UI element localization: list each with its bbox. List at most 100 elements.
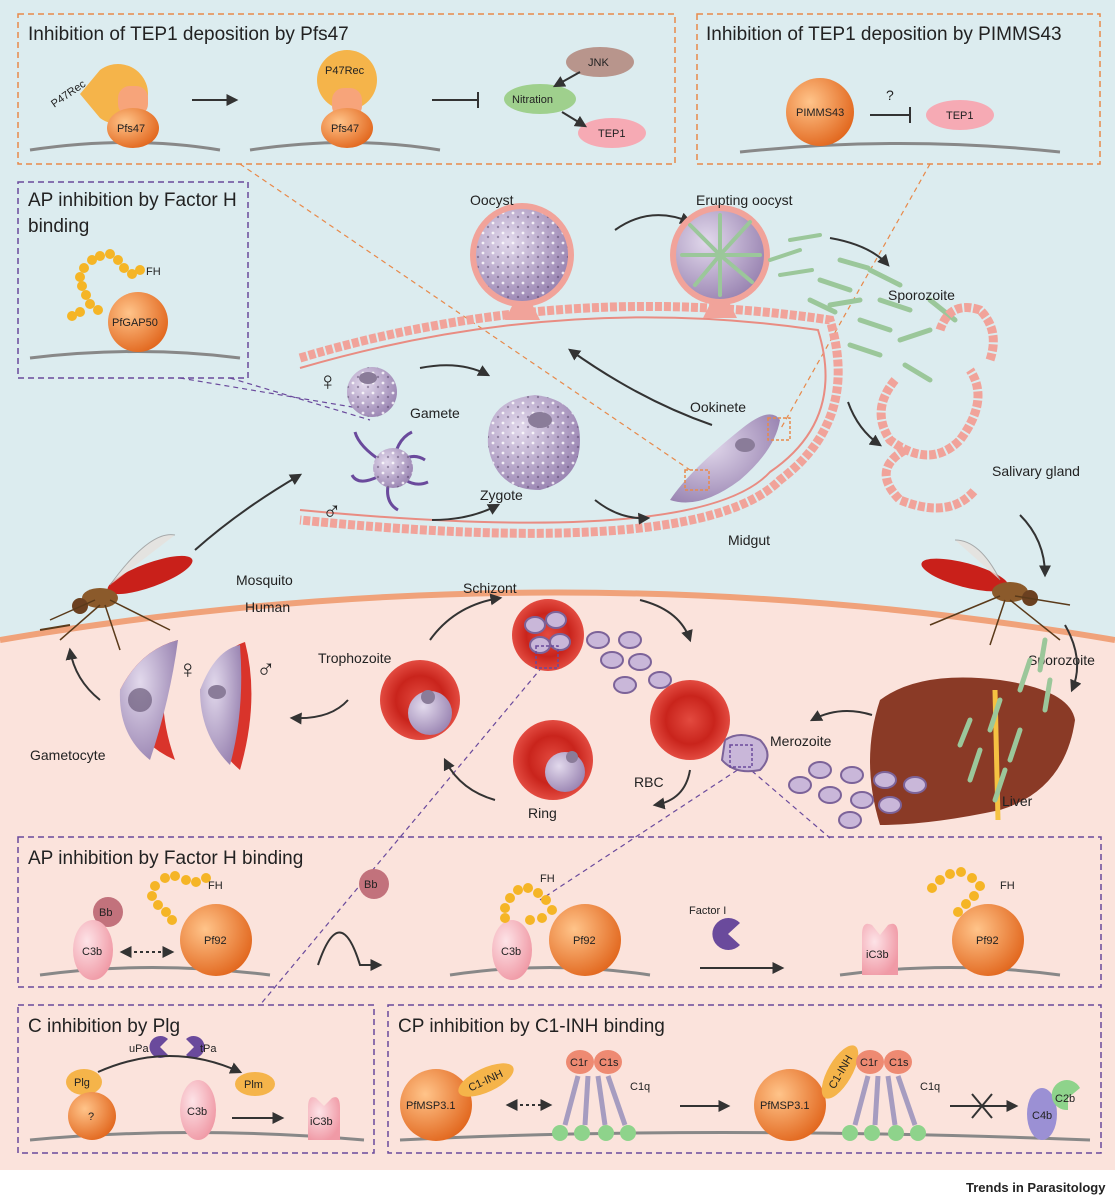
unknown-receptor (68, 1092, 116, 1140)
upa-label: uPa (129, 1043, 149, 1055)
p47rec-bound-label: P47Rec (325, 65, 365, 77)
sporozoites-mosquito (807, 257, 958, 383)
male-gamete (350, 430, 429, 512)
c4b-label: C4b (1032, 1110, 1052, 1122)
c3b-label: C3b (82, 946, 102, 958)
factor-i-label: Factor I (689, 905, 726, 917)
ookinete (670, 414, 780, 503)
pimms43-protein (786, 78, 854, 146)
schizont-label: Schizont (463, 580, 517, 596)
mosquito-right (921, 539, 1071, 646)
plg-panel-title: C inhibition by Plg (28, 1016, 180, 1037)
plm-protein (235, 1072, 275, 1096)
panel-pimms43: Inhibition of TEP1 deposition by PIMMS43… (696, 13, 1101, 165)
pfs47-label: Pfs47 (117, 123, 145, 135)
zygote-label: Zygote (480, 487, 523, 503)
fh-human-label-2: FH (540, 873, 555, 885)
fh-mosquito-title-line1: AP inhibition by Factor H (28, 190, 237, 211)
pf92-state2-label: Pf92 (573, 935, 596, 947)
female-gametocyte (119, 640, 178, 760)
male-gamete-symbol: ♂ (322, 496, 342, 526)
c2b-label: C2b (1055, 1093, 1075, 1105)
jnk-label: JNK (588, 57, 609, 69)
jnk-node (566, 47, 634, 77)
plg-protein (66, 1069, 102, 1095)
trophozoite (380, 660, 460, 740)
c1q-bound-label: C1q (920, 1081, 940, 1093)
nitration-node (504, 84, 576, 114)
plm-label: Plm (244, 1079, 263, 1091)
pfs47-protein (107, 108, 159, 148)
salivary-gland-label: Salivary gland (992, 463, 1080, 479)
sporozoite-human-label: Sporozoite (1028, 652, 1095, 668)
c1r-bound-label: C1r (860, 1057, 878, 1069)
c1s-bound-label: C1s (889, 1057, 909, 1069)
human-label: Human (245, 599, 290, 615)
oocyst (470, 203, 574, 320)
fh-mosquito-label: FH (146, 266, 161, 278)
male-gametocyte-symbol: ♂ (256, 654, 276, 684)
pimms43-label: PIMMS43 (796, 107, 844, 119)
ic3b-protein (862, 923, 898, 975)
merozoite (720, 734, 769, 773)
mosquito-left (39, 534, 193, 651)
c2b-protein (1051, 1080, 1080, 1111)
panel-plg: C inhibition by Plg uPa tPa Plg ? C3b Pl… (17, 1004, 375, 1154)
journal-name: Trends in Parasitology (966, 1180, 1106, 1195)
merozoite-label: Merozoite (770, 733, 832, 749)
female-gamete-symbol: ♀ (318, 366, 338, 396)
pf92-state3-label: Pf92 (976, 935, 999, 947)
gamete-label: Gamete (410, 405, 460, 421)
bb-label: Bb (99, 907, 112, 919)
c4b-protein (1027, 1088, 1057, 1140)
pfgap50-protein (108, 292, 168, 352)
fh-human-label-3: FH (1000, 880, 1015, 892)
pfmsp-bound-label: PfMSP3.1 (760, 1100, 810, 1112)
oocyst-label: Oocyst (470, 192, 514, 208)
panel-fh-mosquito: AP inhibition by Factor H binding FH PfG… (17, 181, 249, 379)
pf92-label: Pf92 (204, 935, 227, 947)
pimms43-panel-title: Inhibition of TEP1 deposition by PIMMS43 (706, 24, 1062, 45)
rbc-label: RBC (634, 774, 664, 790)
fh-mosquito-title-line2: binding (28, 216, 89, 237)
c1r-label: C1r (570, 1057, 588, 1069)
pf92-protein (180, 904, 252, 976)
liver-label: Liver (1002, 793, 1033, 809)
c1inh-protein (458, 1063, 514, 1097)
panel-pfs47: Inhibition of TEP1 deposition by Pfs47 P… (17, 13, 676, 165)
plg-label: Plg (74, 1077, 90, 1089)
tep1-label: TEP1 (598, 128, 626, 140)
fh-human-panel-title: AP inhibition by Factor H binding (28, 848, 303, 869)
factor-i-enzyme (712, 917, 740, 950)
pimms43-tep1-label: TEP1 (946, 110, 974, 122)
c3b-plg-protein (180, 1080, 216, 1140)
c3b-plg-label: C3b (187, 1106, 207, 1118)
pimms43-question: ? (886, 87, 894, 103)
pfgap50-label: PfGAP50 (112, 317, 158, 329)
ic3b-label: iC3b (866, 949, 889, 961)
female-gametocyte-symbol: ♀ (178, 654, 198, 684)
c3b-state2-label: C3b (501, 946, 521, 958)
tpa-label: tPa (200, 1043, 217, 1055)
c1s-label: C1s (599, 1057, 619, 1069)
pimms43-tep1-node (926, 100, 994, 130)
panel-fh-human: AP inhibition by Factor H binding Bb C3b… (17, 836, 1102, 988)
sporozoite-mosquito-label: Sporozoite (888, 287, 955, 303)
zygote (487, 395, 580, 490)
pfs47-bound-label: Pfs47 (331, 123, 359, 135)
human-background (0, 592, 1115, 1170)
erupting-oocyst (670, 205, 822, 318)
c3b-protein (73, 920, 113, 980)
c1-complex (552, 1050, 636, 1141)
ic3b-plg-label: iC3b (310, 1116, 333, 1128)
c1q-label: C1q (630, 1081, 650, 1093)
mosquito-label: Mosquito (236, 572, 293, 588)
bb-released-label: Bb (364, 879, 377, 891)
ring-stage (513, 720, 593, 800)
panel-c1inh: CP inhibition by C1-INH binding PfMSP3.1… (387, 1004, 1102, 1154)
salivary-gland (876, 303, 998, 513)
pfmsp-label: PfMSP3.1 (406, 1100, 456, 1112)
pfs47-panel-title: Inhibition of TEP1 deposition by Pfs47 (28, 24, 349, 45)
trophozoite-label: Trophozoite (318, 650, 392, 666)
